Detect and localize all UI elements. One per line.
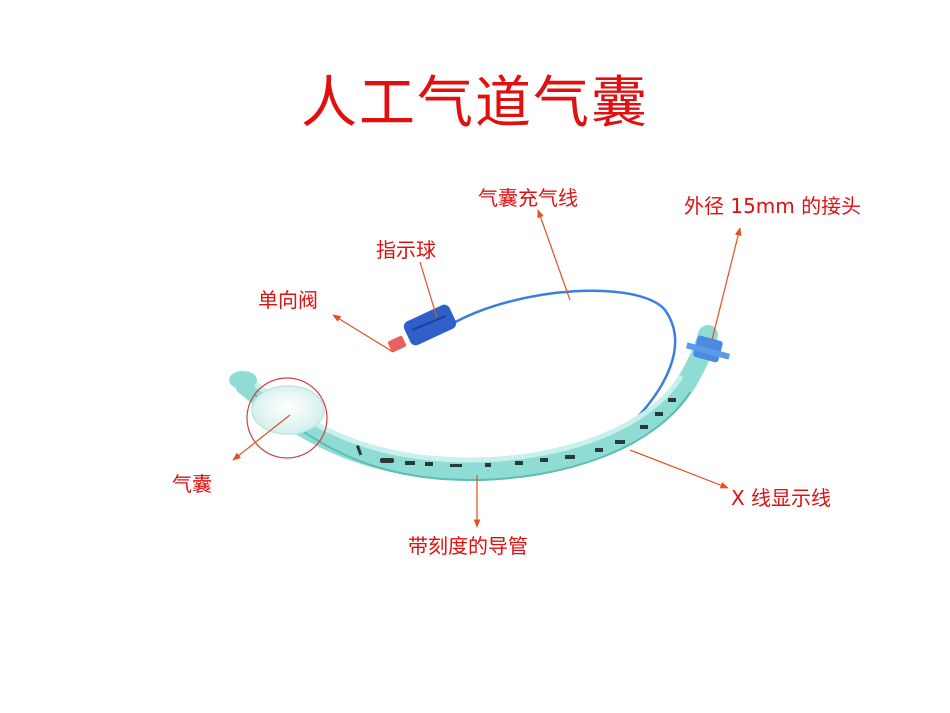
label-graduated-tube: 带刻度的导管: [408, 534, 528, 558]
label-one-way-valve: 单向阀: [258, 288, 318, 312]
arrow-pilot-balloon: [419, 261, 438, 319]
arrow-xray-line: [629, 449, 729, 489]
cuff-highlight-circle: [246, 377, 328, 459]
arrow-one-way-valve: [332, 314, 394, 353]
label-pilot-balloon: 指示球: [376, 238, 436, 262]
tube-body: [235, 325, 718, 481]
label-cuff: 气囊: [172, 472, 212, 496]
tube-tip: [229, 371, 257, 389]
inflation-line: [449, 289, 677, 426]
pilot-balloon: [403, 304, 457, 346]
arrow-inflation-line: [537, 209, 571, 301]
cuff-balloon: [251, 385, 325, 435]
connector-15mm: [685, 335, 731, 363]
arrow-connector: [711, 227, 742, 341]
xray-line-stripe: [254, 391, 691, 482]
label-inflation-line: 气囊充气线: [478, 186, 578, 210]
page-title: 人工气道气囊: [301, 71, 649, 136]
graduation-marks: [356, 398, 676, 467]
label-connector: 外径 15mm 的接头: [684, 194, 862, 218]
label-xray-line: X 线显示线: [731, 486, 832, 510]
arrow-cuff: [232, 414, 291, 461]
one-way-valve: [387, 335, 407, 353]
